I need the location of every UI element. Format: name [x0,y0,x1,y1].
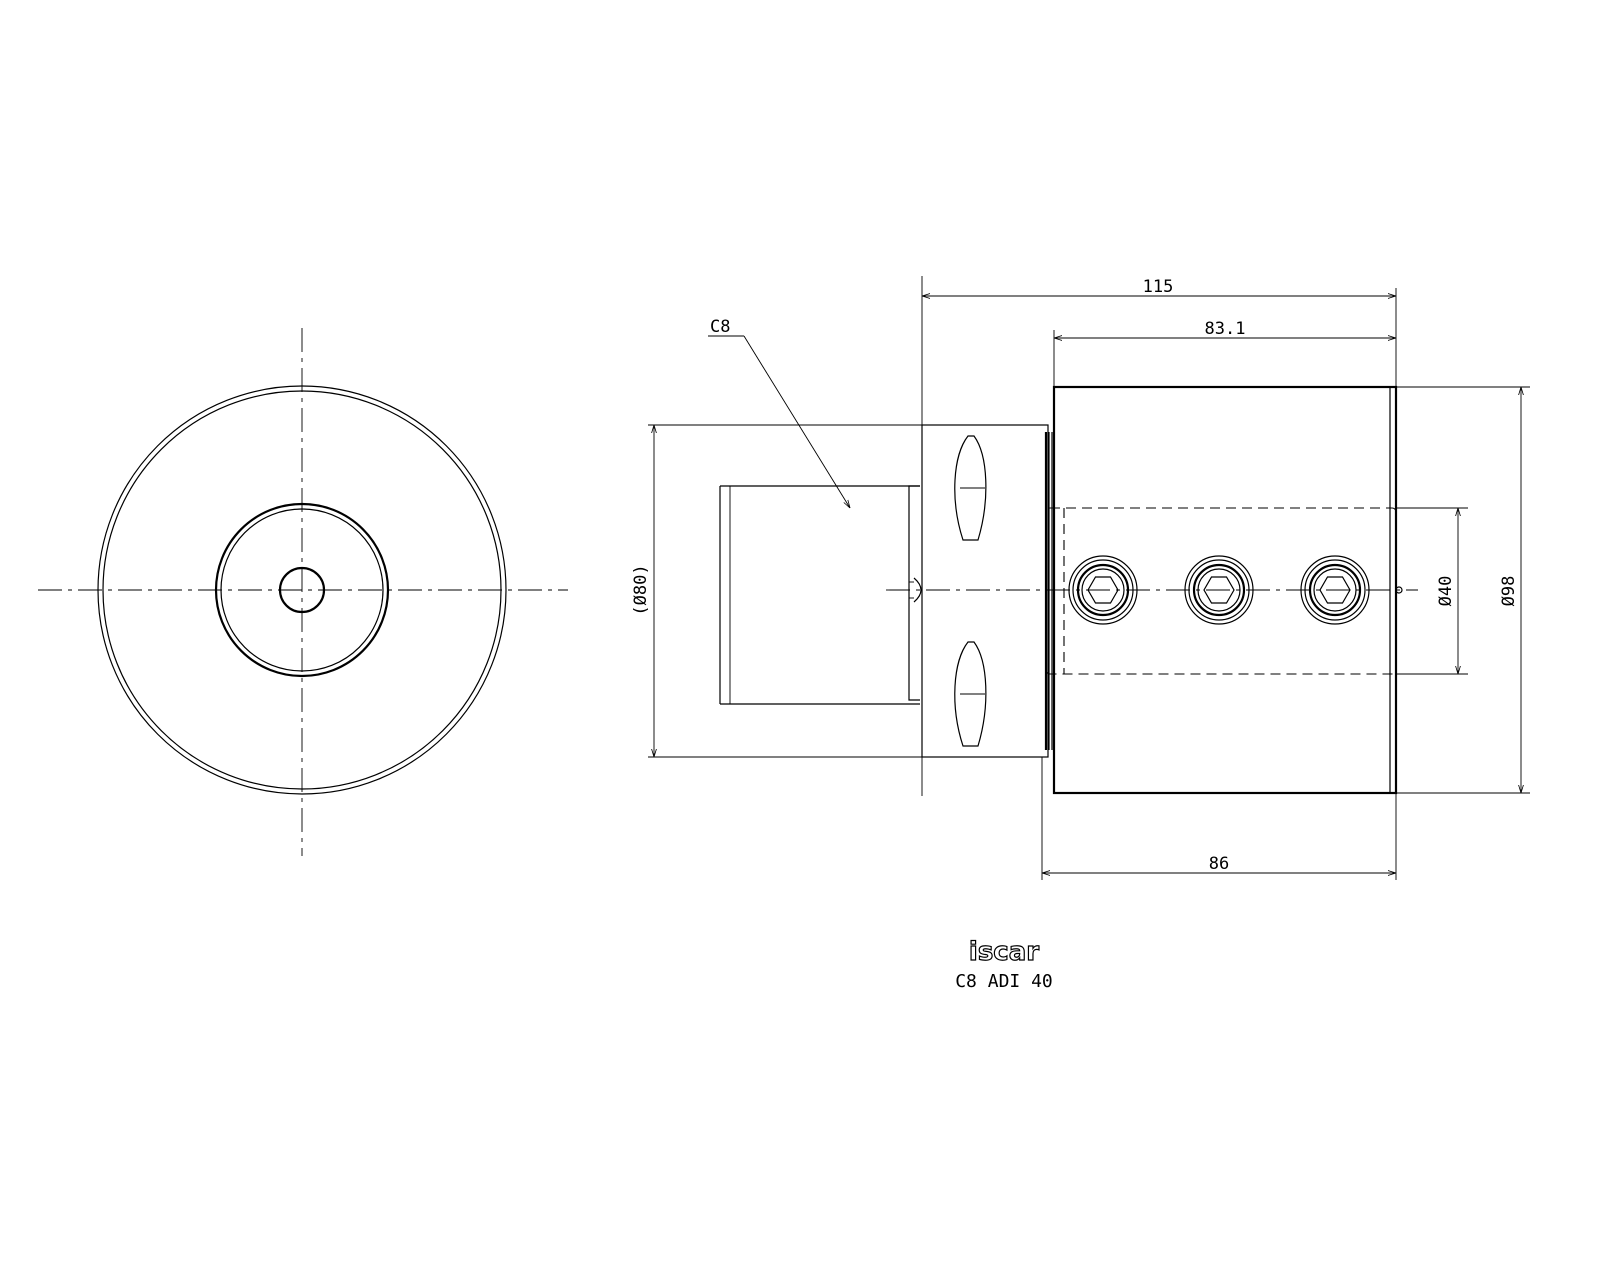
clamping-screw-1 [1068,555,1138,625]
shank-circle-inner-edge [220,508,384,672]
title-block: iscar C8 ADI 40 [955,936,1053,992]
dimension-body-length-label: 83.1 [1205,319,1246,339]
iscar-logo: iscar [969,937,1039,967]
part-number: C8 ADI 40 [955,971,1053,992]
clamping-screws [1068,555,1370,625]
shank [719,485,922,705]
side-view [719,385,1418,795]
callout-c8: C8 [708,317,850,508]
outer-circle-inner-edge [102,390,502,790]
outer-circle [97,385,507,795]
lower-key-slot [954,641,987,747]
dimensions: 115 83.1 86 (Ø80) Ø40 [631,276,1530,880]
dimension-body-diameter-label: Ø98 [1499,576,1519,607]
upper-key-slot [954,435,987,541]
dimension-shank-diameter: (Ø80) [631,424,922,758]
dimension-body-diameter: Ø98 [1396,386,1530,794]
center-hole-circle [278,566,326,614]
dimension-bore-diameter-label: Ø40 [1436,576,1456,607]
dimension-bottom-length: 86 [1041,757,1397,880]
body [1045,385,1403,795]
clamping-screw-3 [1300,555,1370,625]
dimension-overall-length-label: 115 [1143,277,1174,297]
dimension-body-length: 83.1 [1053,319,1396,387]
front-view [38,328,568,856]
shank-circle [214,502,390,678]
dimension-overall-length: 115 [921,276,1397,796]
dimension-bottom-length-label: 86 [1209,854,1229,874]
flange [921,424,1053,758]
dimension-bore-diameter: Ø40 [1396,507,1468,675]
hidden-bore [1045,507,1397,675]
callout-c8-label: C8 [710,317,730,337]
clamping-screw-2 [1184,555,1254,625]
dimension-shank-diameter-label: (Ø80) [631,564,651,615]
